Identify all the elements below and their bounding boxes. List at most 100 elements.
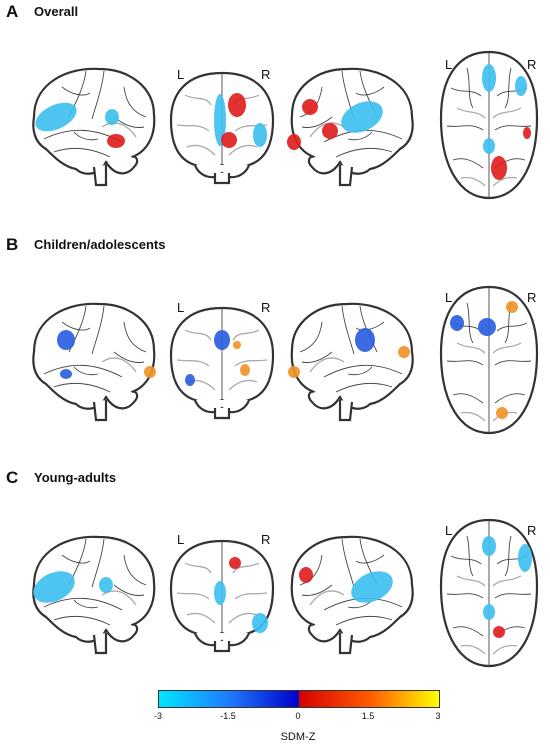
activation-blob: [483, 604, 495, 620]
sulcus-line: [184, 94, 212, 106]
activation-blob: [450, 315, 464, 331]
sulcus-line: [309, 357, 345, 373]
sulcus-line: [61, 554, 91, 564]
axial-brain: [439, 518, 539, 668]
activation-blob: [60, 369, 72, 379]
cerebellum-outline: [105, 155, 139, 175]
activation-blob: [99, 577, 113, 593]
coronal-right-label: R: [261, 67, 271, 82]
sulcus-line: [335, 147, 393, 158]
sulcus-line: [494, 393, 526, 404]
sulcus-line: [176, 359, 210, 367]
activation-blob: [105, 109, 119, 125]
sulcus-line: [466, 535, 474, 577]
lateral-left-brain: [32, 67, 156, 187]
sulcus-line: [184, 562, 212, 574]
sulcus-line: [61, 321, 91, 331]
sulcus-line: [101, 357, 137, 373]
sulcus-line: [460, 644, 486, 655]
brainstem-outline: [213, 408, 231, 420]
sulcus-line: [184, 329, 212, 341]
activation-blob: [506, 301, 518, 313]
activation-blob: [482, 536, 496, 556]
sulcus-line: [176, 592, 210, 600]
activation-blob: [482, 64, 496, 92]
sulcus-line: [347, 131, 373, 141]
lateral-right-brain: [288, 302, 414, 422]
sulcus-line: [460, 176, 486, 187]
activation-blob: [478, 318, 496, 336]
sulcus-line: [186, 144, 216, 156]
sulcus-line: [450, 87, 482, 97]
sulcus-line: [73, 599, 99, 609]
brainstem-outline: [338, 165, 354, 187]
activation-blob: [351, 571, 393, 603]
activation-blob: [496, 407, 508, 419]
sulcus-line: [91, 538, 105, 588]
activation-blob: [483, 138, 495, 154]
activation-blob: [214, 94, 226, 146]
sulcus-line: [113, 584, 145, 596]
sulcus-line: [309, 122, 345, 138]
activation-blob: [107, 134, 125, 148]
sulcus-line: [73, 366, 99, 376]
activation-blob: [214, 581, 226, 605]
sulcus-line: [53, 615, 111, 626]
activation-blob: [144, 366, 156, 378]
activation-blob: [185, 374, 195, 386]
colorbar-tick: 1.5: [361, 711, 375, 721]
cerebellum-outline: [105, 390, 139, 410]
brainstem-outline: [338, 400, 354, 422]
activation-blob: [221, 132, 237, 148]
cerebellum-outline: [105, 623, 139, 643]
sulcus-line: [492, 107, 522, 119]
sulcus-line: [466, 67, 474, 109]
sulcus-line: [355, 86, 385, 96]
coronal-brain: [169, 306, 275, 420]
sulcus-line: [73, 131, 99, 141]
sulcus-line: [456, 107, 486, 119]
sulcus-line: [228, 144, 258, 156]
cerebellum-outline: [307, 623, 341, 643]
lateral-left-brain: [32, 535, 156, 655]
sulcus-line: [176, 124, 210, 132]
sulcus-line: [452, 393, 484, 404]
sulcus-line: [123, 554, 147, 586]
sulcus-line: [123, 321, 147, 353]
brain-views: L R L R: [0, 45, 550, 200]
sulcus-line: [341, 538, 355, 588]
axial-right-label: R: [527, 523, 537, 538]
activation-blob: [240, 364, 250, 376]
sulcus-line: [492, 176, 518, 187]
colorbar-tick: -3: [153, 711, 163, 721]
axial-left-label: L: [445, 523, 453, 538]
activation-blob: [523, 127, 531, 139]
coronal-brain: [169, 539, 275, 653]
brainstem-outline: [92, 165, 108, 187]
sulcus-line: [335, 615, 393, 626]
activation-blob: [518, 544, 532, 572]
brainstem-outline: [92, 400, 108, 422]
panel-title: Young-adults: [34, 470, 117, 485]
brainstem-outline: [92, 633, 108, 655]
sulcus-line: [91, 70, 105, 120]
sulcus-line: [492, 575, 522, 587]
activation-blob: [228, 93, 246, 117]
activation-blob: [398, 346, 410, 358]
coronal-right-label: R: [261, 532, 271, 547]
sulcus-line: [301, 351, 333, 363]
lateral-right-brain: [287, 67, 414, 187]
sulcus-line: [232, 329, 260, 341]
coronal-left-label: L: [177, 300, 185, 315]
axial-brain: [439, 285, 539, 435]
brainstem-outline: [213, 173, 231, 185]
lateral-right-brain: [290, 535, 414, 655]
axial-right-label: R: [527, 57, 537, 72]
sulcus-line: [91, 305, 105, 355]
activation-blob: [299, 567, 313, 583]
brainstem-outline: [338, 633, 354, 655]
coronal-brain: [169, 71, 275, 185]
sulcus-line: [341, 305, 355, 355]
coronal-left-label: L: [177, 67, 185, 82]
sulcus-line: [101, 590, 137, 606]
